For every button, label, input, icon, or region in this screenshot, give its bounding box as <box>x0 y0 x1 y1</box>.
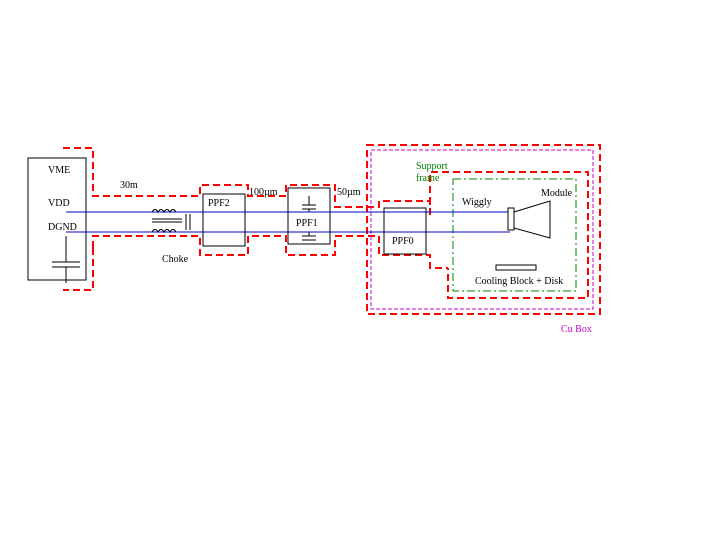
wiggly-label: Wiggly <box>462 197 492 208</box>
cable-100um-label: 100µm <box>249 187 278 198</box>
support-frame-label-line2: frame <box>416 173 440 184</box>
choke-label: Choke <box>162 254 189 265</box>
choke-icon <box>151 209 191 233</box>
support-frame-label-line1: Support <box>416 161 448 172</box>
ppf0-label: PPF0 <box>392 236 414 247</box>
ppf2-label: PPF2 <box>208 198 230 209</box>
ppf1-capacitor-icon <box>302 196 316 241</box>
cooling-block-icon <box>495 264 537 271</box>
ppf0-box <box>383 207 427 255</box>
cu-box-outline <box>366 144 601 315</box>
cable-shield-lower <box>92 235 448 269</box>
module-label: Module <box>541 188 573 199</box>
support-frame-outline <box>370 149 594 310</box>
cable-30m-label: 30m <box>120 180 138 191</box>
vdd-label: VDD <box>48 198 70 209</box>
vme-label: VME <box>48 165 70 176</box>
cooling-label: Cooling Block + Disk <box>475 276 563 287</box>
vme-shield-outline <box>63 147 431 215</box>
ppf1-box <box>287 187 331 245</box>
vme-shield-outline-lower <box>63 248 94 291</box>
cu-box-label: Cu Box <box>561 324 592 335</box>
vme-box <box>27 157 87 281</box>
module-box-outline <box>452 178 577 292</box>
ppf2-box <box>202 193 246 247</box>
shield-outlines <box>63 144 601 315</box>
vme-ground-capacitor <box>52 236 80 283</box>
module-icon <box>507 200 551 239</box>
module-shield-outline <box>429 171 589 299</box>
dgnd-label: DGND <box>48 222 77 233</box>
cable-50um-label: 50µm <box>337 187 361 198</box>
ppf1-label: PPF1 <box>296 218 318 229</box>
